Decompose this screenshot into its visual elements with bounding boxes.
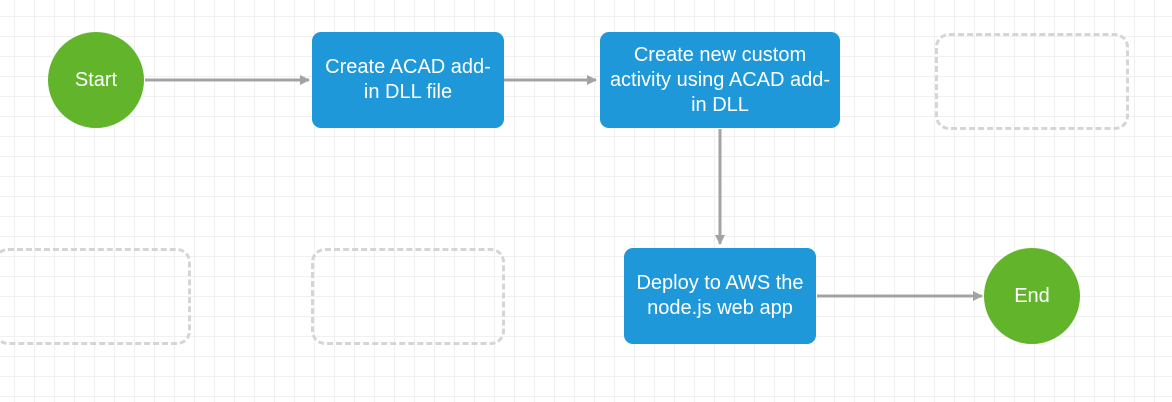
start-node[interactable]: Start (48, 32, 144, 128)
deploy-label: Deploy to AWS the node.js web app (636, 272, 804, 319)
create-activity-label: Create new custom activity using ACAD ad… (609, 43, 831, 116)
create-activity-step[interactable]: Create new custom activity using ACAD ad… (600, 32, 840, 128)
end-node[interactable]: End (984, 248, 1080, 344)
create-dll-step[interactable]: Create ACAD add-in DLL file (312, 32, 504, 128)
start-label: Start (74, 68, 118, 91)
create-dll-label: Create ACAD add-in DLL file (325, 56, 491, 103)
end-label: End (1014, 284, 1050, 307)
empty-placeholder-shape-top-right[interactable] (935, 33, 1129, 130)
empty-placeholder-shape-bottom-left[interactable] (0, 248, 191, 345)
deploy-step[interactable]: Deploy to AWS the node.js web app (624, 248, 816, 344)
empty-placeholder-shape-bottom-middle[interactable] (311, 248, 505, 345)
